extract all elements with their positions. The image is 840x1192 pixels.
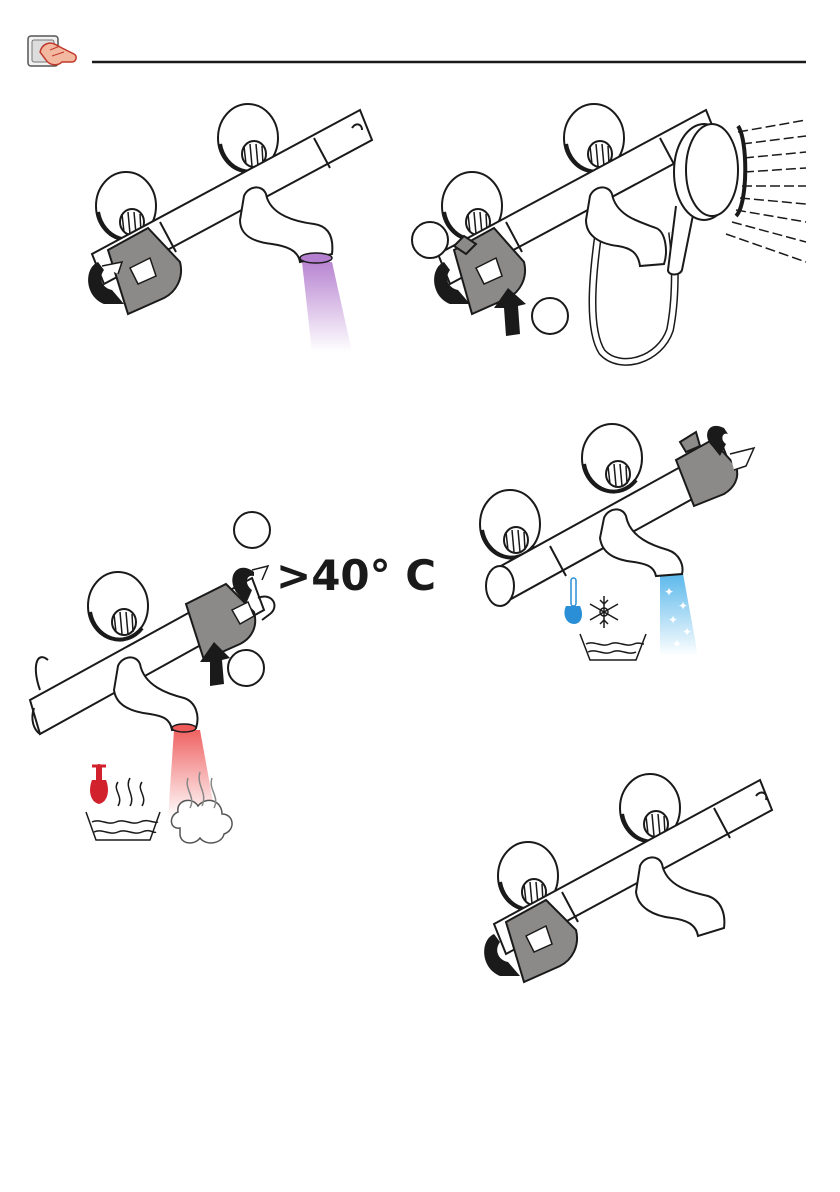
hand-pressing-button-icon — [28, 36, 76, 66]
water-spray-lines — [726, 120, 806, 262]
step-marker-1 — [234, 512, 270, 548]
panel-2 — [412, 104, 806, 362]
step-marker-1 — [412, 222, 448, 258]
svg-text:✦: ✦ — [668, 613, 678, 627]
panel-4: ✦✦ ✦✦✦ — [480, 424, 754, 660]
header — [28, 36, 806, 66]
svg-text:✦: ✦ — [678, 599, 688, 613]
step-marker-2 — [532, 298, 568, 334]
cold-thermometer-icon — [564, 578, 582, 624]
temperature-threshold-label: >40° C — [276, 551, 436, 600]
cold-water-basin-icon — [580, 634, 646, 660]
water-flow-purple — [302, 262, 352, 352]
panel-5 — [484, 774, 772, 982]
svg-text:✦: ✦ — [672, 637, 682, 651]
svg-text:✦: ✦ — [682, 625, 692, 639]
snowflake-icon — [590, 596, 618, 628]
step-marker-2 — [228, 650, 264, 686]
panel-3: >40° C — [30, 512, 436, 843]
hot-thermometer-icon — [90, 764, 108, 804]
panel-1 — [88, 104, 372, 352]
svg-text:✦: ✦ — [664, 585, 674, 599]
handshower — [668, 124, 745, 275]
